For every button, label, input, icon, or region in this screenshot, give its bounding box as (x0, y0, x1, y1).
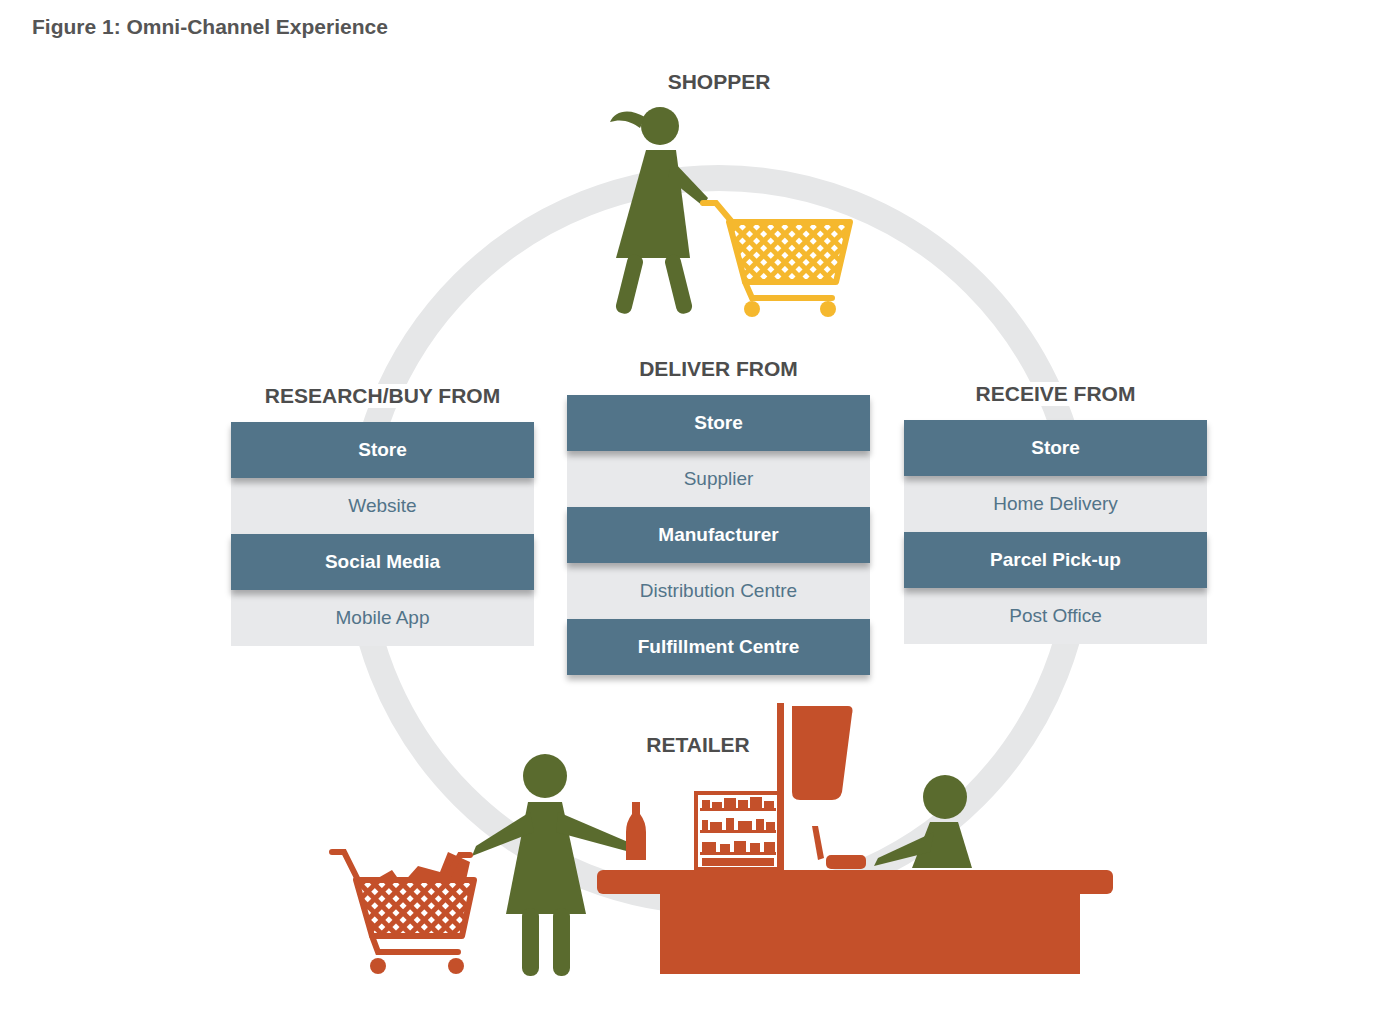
panel-heading: RESEARCH/BUY FROM (261, 384, 504, 408)
channel-band: Store (904, 420, 1207, 476)
figure-title: Figure 1: Omni-Channel Experience (32, 15, 388, 39)
channel-band: Distribution Centre (567, 563, 870, 619)
channel-band: Fulfillment Centre (567, 619, 870, 675)
checkout-counter (597, 870, 1113, 974)
channel-panel: RESEARCH/BUY FROMStoreWebsiteSocial Medi… (231, 422, 534, 646)
channel-band: Home Delivery (904, 476, 1207, 532)
channel-band: Manufacturer (567, 507, 870, 563)
channel-band: Website (231, 478, 534, 534)
band-text: Fulfillment Centre (638, 636, 800, 658)
band-text: Mobile App (335, 607, 429, 629)
role-label: RETAILER (642, 733, 753, 757)
channel-panel: RECEIVE FROMStoreHome DeliveryParcel Pic… (904, 420, 1207, 644)
band-text: Parcel Pick-up (990, 549, 1121, 571)
channel-panel: DELIVER FROMStoreSupplierManufacturerDis… (567, 395, 870, 675)
panel-heading: DELIVER FROM (635, 357, 802, 381)
band-text: Distribution Centre (640, 580, 797, 602)
channel-band: Supplier (567, 451, 870, 507)
product-shelf (696, 793, 780, 869)
channel-band: Mobile App (231, 590, 534, 646)
register-monitor (777, 703, 866, 871)
shopping-cart (703, 203, 850, 317)
band-text: Website (348, 495, 416, 517)
panel-heading: RECEIVE FROM (972, 382, 1140, 406)
band-text: Supplier (684, 468, 754, 490)
filled-cart (332, 852, 474, 974)
channel-band: Social Media (231, 534, 534, 590)
band-text: Post Office (1009, 605, 1102, 627)
customer-figure (472, 754, 646, 976)
role-label: SHOPPER (664, 70, 775, 94)
channel-band: Parcel Pick-up (904, 532, 1207, 588)
channel-band: Store (567, 395, 870, 451)
band-text: Home Delivery (993, 493, 1118, 515)
cashier-figure (874, 775, 972, 868)
band-text: Manufacturer (658, 524, 778, 546)
band-text: Store (358, 439, 407, 461)
channel-band: Store (231, 422, 534, 478)
shopper-figure (610, 107, 708, 315)
channel-band: Post Office (904, 588, 1207, 644)
band-text: Store (694, 412, 743, 434)
band-text: Store (1031, 437, 1080, 459)
band-text: Social Media (325, 551, 440, 573)
